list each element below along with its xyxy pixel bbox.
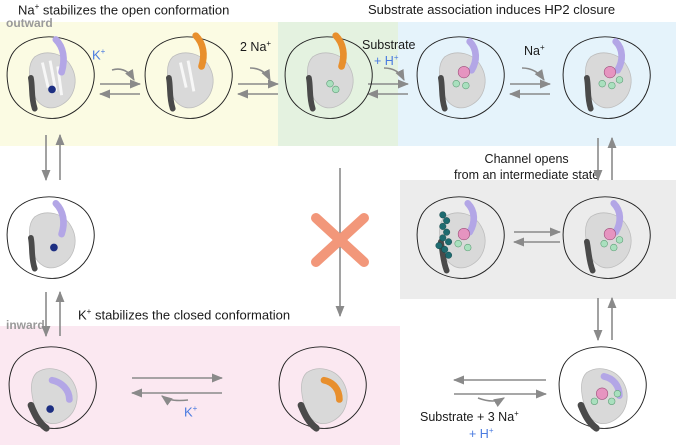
label-k-bottom: K+ (184, 404, 198, 420)
structure-inward-apo (8, 346, 97, 432)
structure-channel-closed (562, 196, 651, 279)
tag-inward: inward (6, 318, 45, 332)
structure-outward-k (144, 32, 233, 119)
label-substrate: Substrate (362, 38, 416, 52)
label-two-na: 2 Na+ (240, 39, 272, 55)
curve-k-top (111, 68, 135, 81)
curve-two-na (249, 67, 271, 82)
curve-substrate-bottom (477, 397, 505, 408)
heading-hp2-closure: Substrate association induces HP2 closur… (368, 2, 616, 17)
label-substrate-3na: Substrate + 3 Na+ (420, 409, 519, 425)
structure-substrate-bound (416, 36, 505, 119)
curve-substrate (383, 67, 405, 82)
heading-k-closed: K+ stabilizes the closed conformation (78, 307, 291, 323)
heading-na-open: Na+ stabilizes the open conformation (18, 2, 230, 18)
blocked-transition-cross (311, 213, 369, 267)
curve-k-bottom (161, 395, 189, 406)
label-k-top: K+ (92, 47, 106, 63)
structure-inward-loaded (558, 346, 647, 432)
label-plus-h-bottom: + H+ (469, 426, 494, 442)
structure-fully-loaded (562, 36, 651, 119)
tag-outward: outward (6, 16, 53, 30)
structure-outward-apo (6, 36, 95, 119)
heading-channel-opens: Channel opens from an intermediate state (454, 152, 600, 182)
structure-left-intermediate (6, 196, 95, 279)
curve-na-top (521, 67, 545, 81)
label-plus-h-top: + H+ (374, 53, 399, 69)
label-na-top: Na+ (524, 43, 545, 59)
structure-channel-open (416, 196, 505, 279)
structure-inward-k (278, 346, 367, 432)
structure-two-na-bound (284, 32, 373, 119)
